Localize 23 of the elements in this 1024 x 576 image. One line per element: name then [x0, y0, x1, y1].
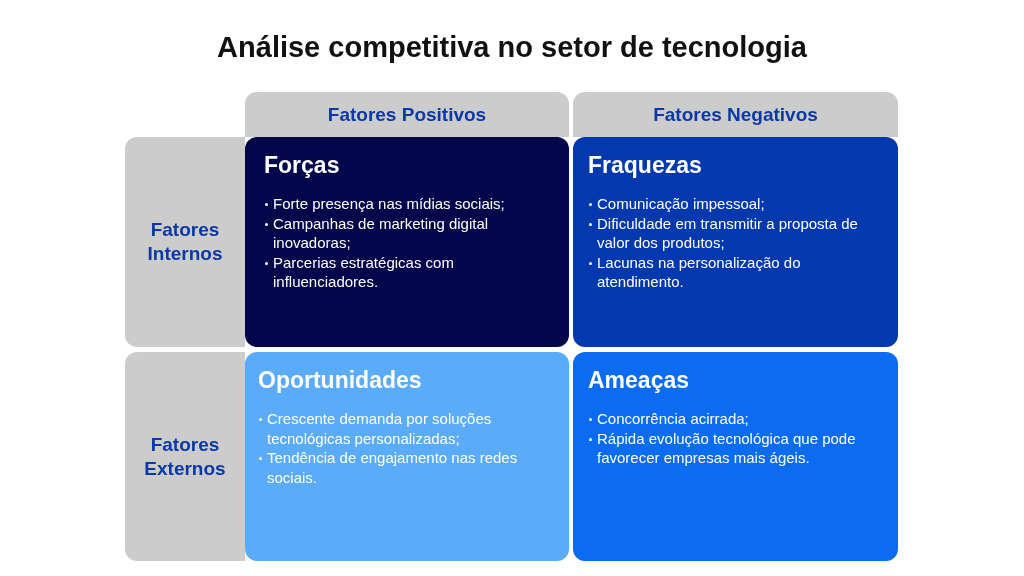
quadrant-card	[245, 352, 569, 561]
quadrant-card	[573, 352, 898, 561]
bullet-item: Forte presença nas mídias sociais;	[264, 194, 539, 214]
card-title: Oportunidades	[258, 366, 422, 395]
bullet-item: Rápida evolução tecnológica que pode favorecer empresas mais ágeis.	[588, 428, 893, 468]
bullet-item: Lacunas na personalização do atendimento.	[588, 252, 888, 292]
bullet-item: Concorrência acirrada;	[588, 409, 893, 429]
bullet-item: Dificuldade em transmitir a proposta de valor dos produtos;	[588, 213, 888, 253]
bullet-item: Campanhas de marketing digital inovadoras;	[264, 213, 539, 253]
quadrant-card	[573, 137, 898, 347]
column-header: Fatores Positivos	[245, 92, 569, 137]
card-title: Ameaças	[588, 366, 690, 395]
card-title: Forças	[264, 151, 340, 180]
quadrant-card	[245, 137, 569, 347]
card-title: Fraquezas	[588, 151, 702, 180]
column-header: Fatores Negativos	[573, 92, 898, 137]
row-header: Fatores Externos	[125, 352, 245, 561]
bullet-item: Crescente demanda por soluções tecnológicas personalizadas;	[258, 409, 548, 448]
bullet-item: Comunicação impessoal;	[588, 194, 888, 214]
bullet-item: Parcerias estratégicas com influenciadores.	[264, 252, 539, 292]
bullet-item: Tendência de engajamento nas redes sociais.	[258, 448, 548, 487]
page-title: Análise competitiva no setor de tecnologia	[216, 30, 808, 65]
row-header: Fatores Internos	[125, 137, 245, 347]
